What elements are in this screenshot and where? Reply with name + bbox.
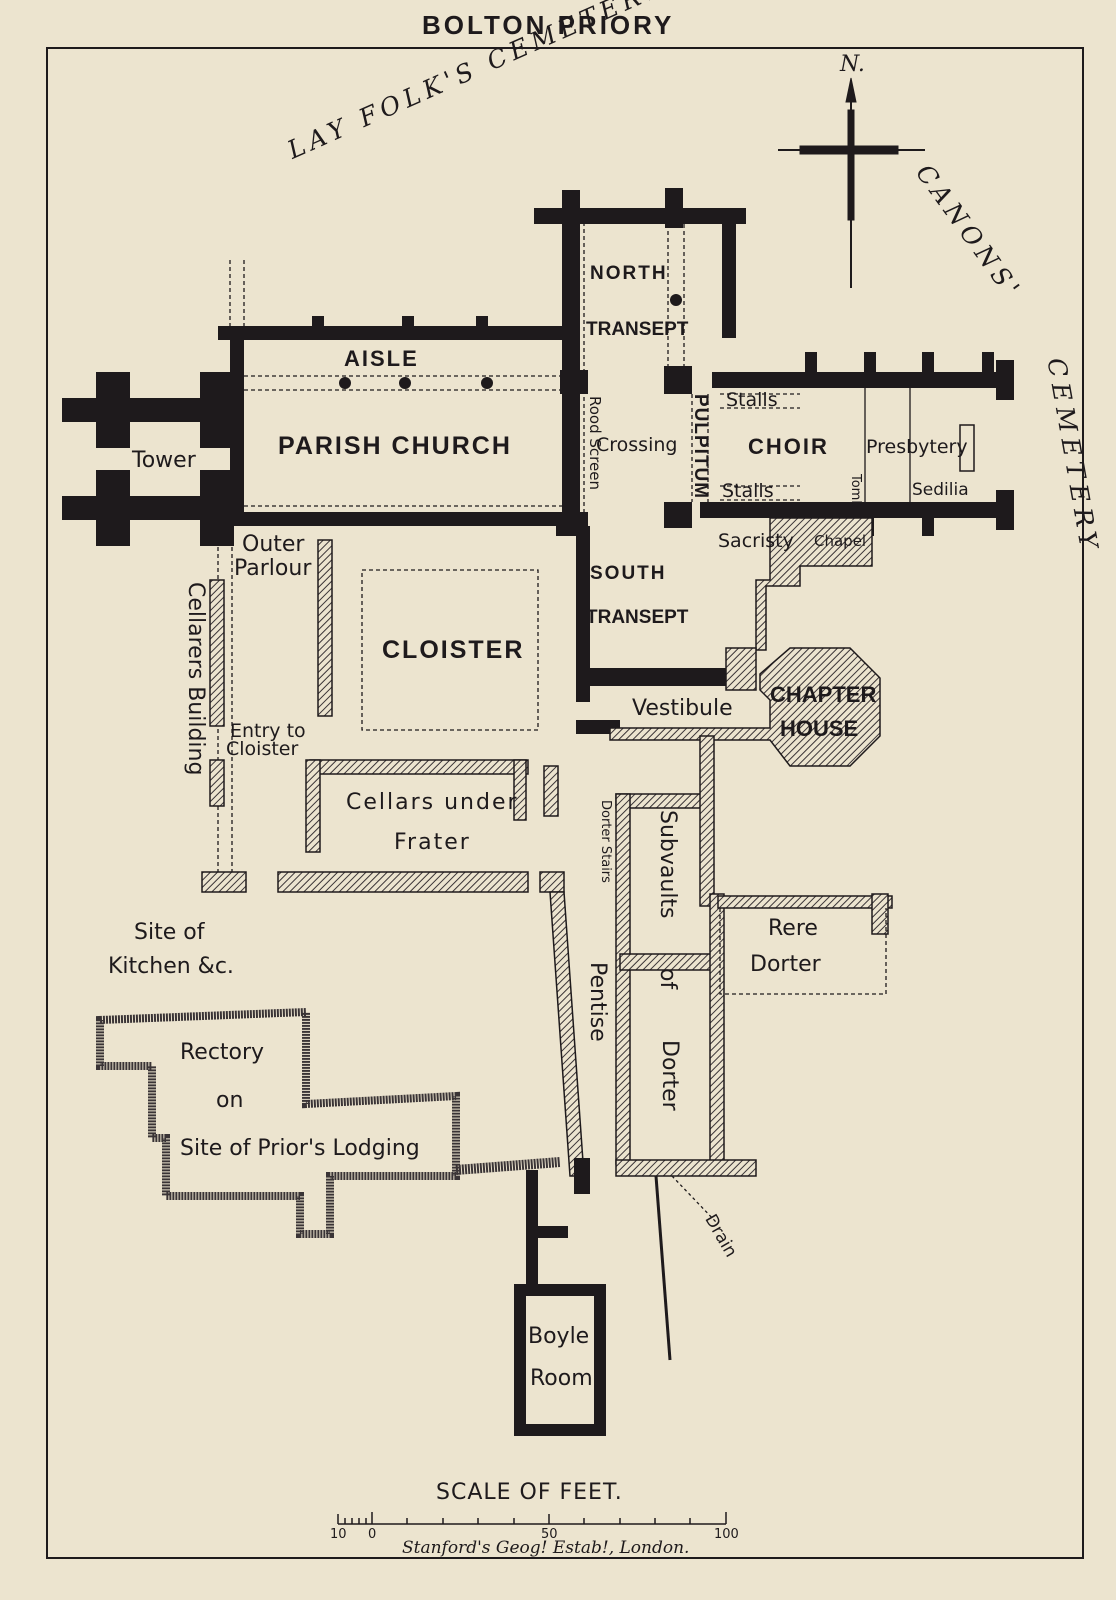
aisle-label: AISLE (344, 346, 419, 371)
kitchen-label-1: Site of (134, 920, 205, 945)
stalls-north-label: Stalls (726, 389, 778, 411)
church-walls (62, 188, 1014, 734)
kitchen-label-2: Kitchen &c. (108, 954, 234, 979)
boyle-room-label-1: Boyle (528, 1324, 590, 1349)
tomb-marker (959, 424, 975, 472)
scale-tick-100: 100 (714, 1527, 739, 1542)
presbytery-label: Presbytery (866, 436, 968, 458)
outer-parlour-label-2: Parlour (234, 556, 312, 581)
scale-bar (337, 1512, 727, 1525)
entry-to-cloister-label-2: Cloister (226, 738, 299, 760)
boyle-room-label-2: Room (530, 1366, 593, 1391)
rectory-label-1: Rectory (180, 1040, 265, 1065)
scale-tick-0: 0 (368, 1527, 377, 1542)
of-label: of (655, 968, 680, 990)
north-transept-label-1: NORTH (590, 263, 668, 284)
chapel-label: Chapel (814, 532, 867, 550)
boyle-room-walls (514, 1158, 606, 1436)
tower-label: Tower (132, 448, 196, 473)
drain-dashed (671, 1175, 717, 1223)
south-transept-label-2: TRANSEPT (586, 607, 689, 628)
chapter-house-label-1: CHAPTER (770, 682, 877, 707)
parish-church-label: PARISH CHURCH (278, 432, 512, 460)
dorter-label: Dorter (657, 1040, 682, 1111)
outer-parlour-label-1: Outer (242, 532, 305, 557)
crossing-label: Crossing (596, 434, 678, 456)
rectory-label-3: Site of Prior's Lodging (180, 1136, 420, 1161)
cellars-under-frater-label-2: Frater (394, 830, 471, 855)
entry-to-cloister-label-1: Entry to (230, 720, 306, 742)
pentise-label: Pentise (585, 962, 610, 1042)
subvaults-label: Subvaults (655, 810, 680, 919)
publisher-credit: Stanford's Geog! Estab!, London. (402, 1538, 690, 1558)
drain-line (654, 1175, 672, 1361)
cloister-label: CLOISTER (382, 636, 525, 664)
north-transept-label-2: TRANSEPT (586, 319, 689, 340)
rere-dorter-label-1: Rere (768, 916, 818, 941)
rectory-label-2: on (216, 1088, 244, 1113)
dorter-stairs-label: Dorter Stairs (598, 800, 613, 883)
choir-label: CHOIR (748, 434, 829, 459)
south-transept-label-1: SOUTH (590, 563, 667, 584)
map-frame (46, 47, 1084, 1559)
chapter-house-label-2: HOUSE (780, 716, 859, 741)
rere-dorter-label-2: Dorter (750, 952, 821, 977)
vestibule-label: Vestibule (632, 696, 733, 721)
north-arrow-icon (778, 77, 925, 288)
rere-dorter-outline (719, 908, 887, 995)
cloister-garth (361, 569, 539, 731)
scale-title: SCALE OF FEET. (436, 1480, 623, 1505)
scale-tick-50: 50 (541, 1527, 558, 1542)
sedilia-label: Sedilia (912, 480, 969, 500)
tomb-label: Tomb (848, 474, 863, 509)
pulpitum-label: PULPITUM (690, 394, 711, 500)
north-label: N. (840, 52, 865, 77)
cellarers-building-label: Cellarers Building (183, 582, 208, 776)
scale-tick-10: 10 (330, 1527, 347, 1542)
stalls-south-label: Stalls (722, 480, 774, 502)
sacristy-label: Sacristy (718, 530, 794, 552)
hatched-walls (96, 517, 893, 1238)
cellars-under-frater-label-1: Cellars under (346, 790, 519, 815)
map-title: BOLTON PRIORY (422, 10, 675, 40)
